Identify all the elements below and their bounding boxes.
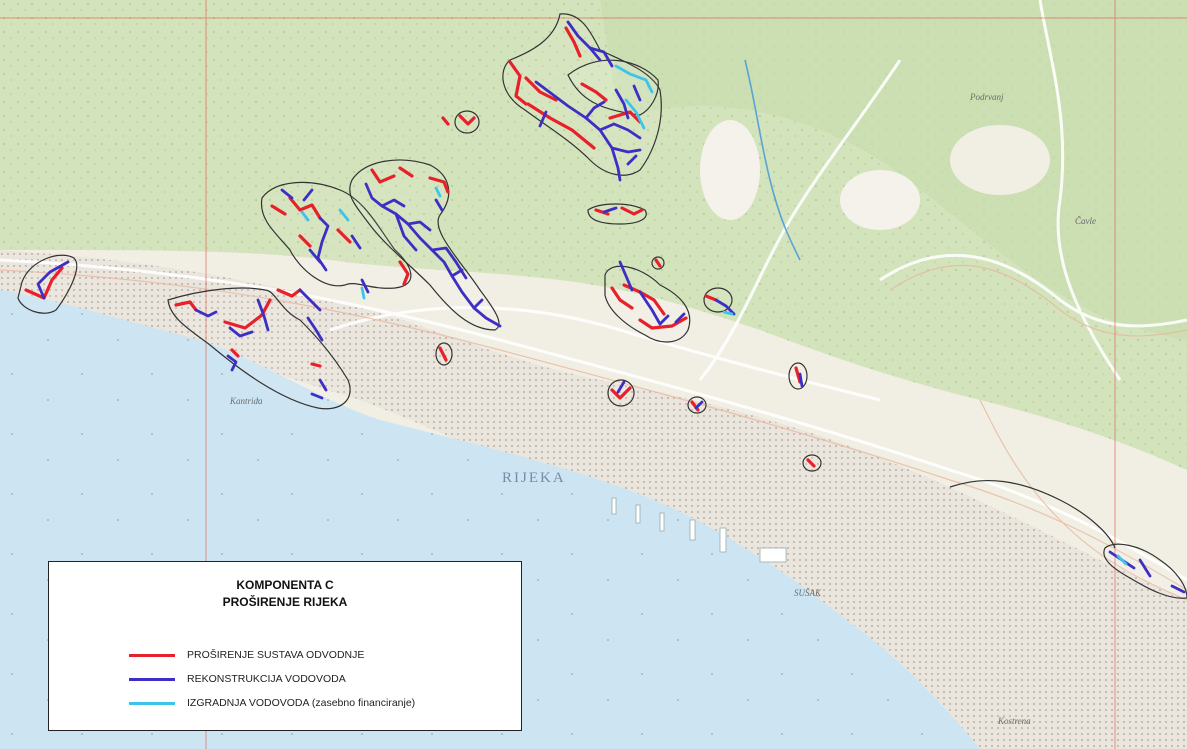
urban-area (0, 250, 1187, 749)
legend-item-rekonstrukcija: REKONSTRUKCIJA VODOVODA (129, 672, 346, 686)
network-odvodnja (24, 26, 816, 468)
label-podrvanj: Podrvanj (969, 92, 1004, 102)
legend-swatch-red (129, 653, 175, 657)
map-legend: KOMPONENTA C PROŠIRENJE RIJEKA PROŠIRENJ… (48, 561, 522, 731)
clearing (840, 170, 920, 230)
clearing (700, 120, 760, 220)
label-kostrena: Kostrena (997, 716, 1031, 726)
zone-outline (607, 379, 635, 407)
legend-swatch-blue (129, 677, 175, 681)
network-izgradnja (300, 64, 1128, 566)
legend-item-izgradnja: IZGRADNJA VODOVODA (zasebno financiranje… (129, 696, 415, 710)
label-cavle: Čavle (1075, 216, 1096, 226)
network-rekonstrukcija (36, 20, 1186, 594)
river (744, 59, 801, 261)
roads-secondary (0, 264, 1187, 601)
legend-title: KOMPONENTA C (236, 578, 334, 592)
legend-subtitle: PROŠIRENJE RIJEKA (222, 595, 348, 609)
legend-item-odvodnja: PROŠIRENJE SUSTAVA ODVODNJE (129, 648, 364, 662)
zone-outline (587, 203, 647, 225)
zone-outline (167, 287, 351, 410)
label-kantrida: Kantrida (229, 396, 263, 406)
legend-label: REKONSTRUKCIJA VODOVODA (187, 673, 346, 685)
zone-outline (949, 479, 1116, 549)
legend-label: IZGRADNJA VODOVODA (zasebno financiranje… (187, 697, 416, 709)
label-susak: SUŠAK (794, 588, 822, 598)
legend-label: PROŠIRENJE SUSTAVA ODVODNJE (187, 649, 365, 661)
forest-area (600, 0, 1187, 340)
legend-swatch-cyan (129, 701, 175, 705)
harbour-piers (611, 497, 787, 563)
roads (0, 0, 1187, 582)
clearing (950, 125, 1050, 195)
zone-outline (567, 59, 659, 116)
label-rijeka: RIJEKA (502, 470, 566, 486)
